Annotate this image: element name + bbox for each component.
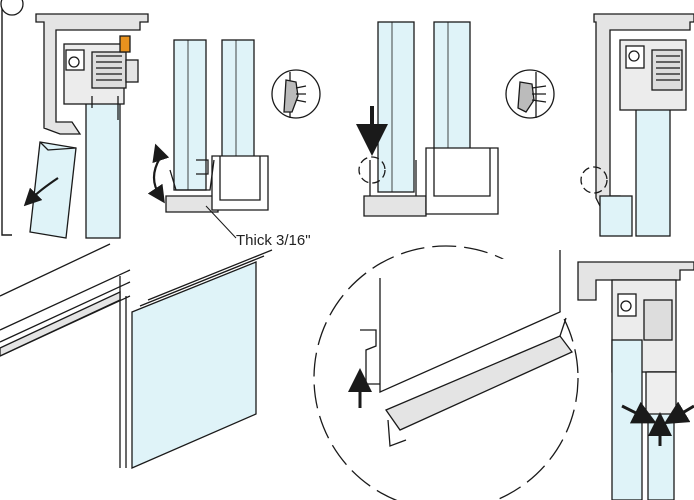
bottom-guide-right — [211, 155, 269, 211]
panel-4-assembled — [580, 13, 694, 237]
thickness-callout: Thick 3/16" — [236, 232, 311, 249]
rotation-arrow — [23, 177, 59, 207]
seal-profile — [360, 329, 380, 385]
orange-clip — [119, 35, 131, 53]
step-number-circle — [0, 0, 24, 16]
glass-panel-f — [599, 195, 633, 237]
glass-panel-g — [611, 339, 643, 500]
panel-1-wheel-hook — [0, 0, 149, 239]
press-arrow-right — [663, 401, 694, 425]
tilt-arrow — [147, 157, 165, 204]
step-frame — [1, 4, 12, 236]
bottom-guide-left — [165, 195, 219, 213]
detail-ring-2 — [580, 166, 608, 194]
bottom-rail-strip — [0, 290, 121, 357]
door-panel-front — [131, 261, 257, 469]
zoom-detail-1 — [271, 69, 321, 119]
detail-ring — [358, 156, 386, 184]
panel-5-perspective-door — [0, 243, 273, 469]
panel-7-final-check — [577, 261, 694, 500]
top-rail-3 — [577, 261, 694, 301]
glass-panel-a — [173, 39, 207, 191]
door-edge — [379, 250, 561, 394]
panel-2-bottom-guide — [147, 39, 269, 239]
rail-perspective — [0, 243, 131, 357]
panel-6-seal-zoom — [313, 245, 579, 500]
glass-panel-e — [635, 99, 671, 237]
glass-panel — [85, 97, 121, 239]
wheel-bolt — [68, 56, 80, 68]
zoom-circle — [313, 245, 579, 500]
bottom-track-left — [363, 195, 427, 217]
panel-3-push-down — [356, 21, 499, 217]
press-arrow-left — [621, 401, 657, 424]
seal-strip — [385, 335, 574, 431]
callout-leader — [205, 205, 237, 239]
glass-panel-c — [377, 21, 415, 193]
zoom-detail-2 — [505, 69, 555, 119]
tilted-door — [29, 141, 77, 239]
bottom-track-right — [425, 147, 499, 215]
top-rail — [35, 13, 149, 135]
seal-piece — [645, 371, 677, 415]
